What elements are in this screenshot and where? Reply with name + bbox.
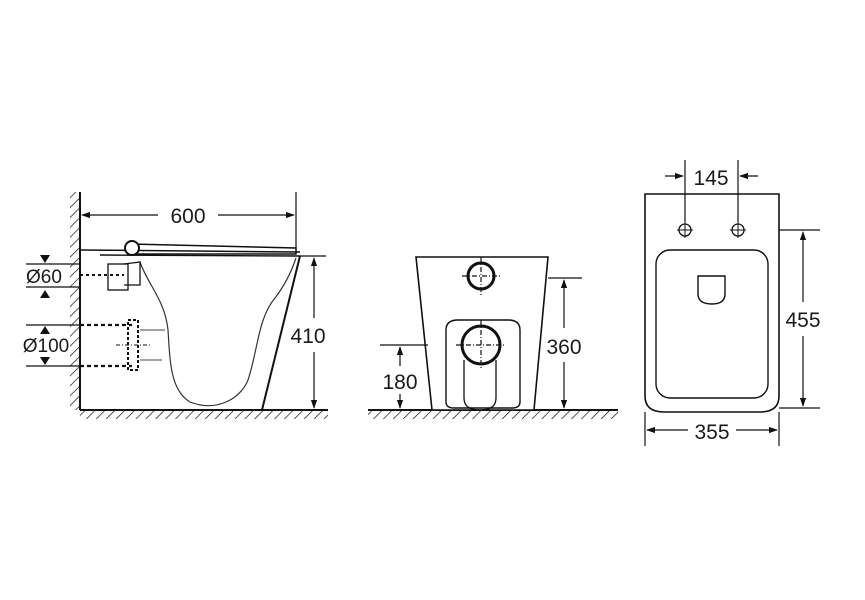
floor-hatch: [368, 410, 618, 419]
top-view: 145 455 355: [644, 160, 821, 446]
length-dimension-label: 455: [785, 309, 820, 332]
pan-front-edge: [261, 255, 301, 411]
front-view: 360 180: [368, 256, 618, 419]
seat-opening: [655, 249, 769, 399]
supply-fitting: [107, 263, 129, 291]
outlet-diameter-label: Ø100: [23, 336, 69, 357]
outlet-height-dimension-label: 180: [382, 371, 417, 394]
supply-diameter-label: Ø60: [26, 267, 62, 288]
rim-line: [99, 254, 301, 257]
bowl-curve: [139, 257, 297, 407]
width-dimension-label: 600: [170, 205, 205, 228]
bowl-opening: [697, 275, 726, 305]
height-dimension-label: 410: [290, 325, 325, 348]
front-height-dimension-label: 360: [546, 336, 581, 359]
hole-spacing-dimension-label: 145: [693, 167, 728, 190]
seat-top-line: [79, 249, 301, 253]
width-dimension-label: 355: [694, 421, 729, 444]
top-outline: [644, 193, 780, 413]
side-view: 600 410 Ø60 Ø100: [23, 192, 328, 419]
floor-hatch: [80, 410, 328, 419]
hinge-icon: [124, 240, 140, 256]
wall-hatch: [70, 192, 80, 410]
pedestal-outline: [445, 319, 521, 409]
seat-lid: [129, 243, 297, 255]
